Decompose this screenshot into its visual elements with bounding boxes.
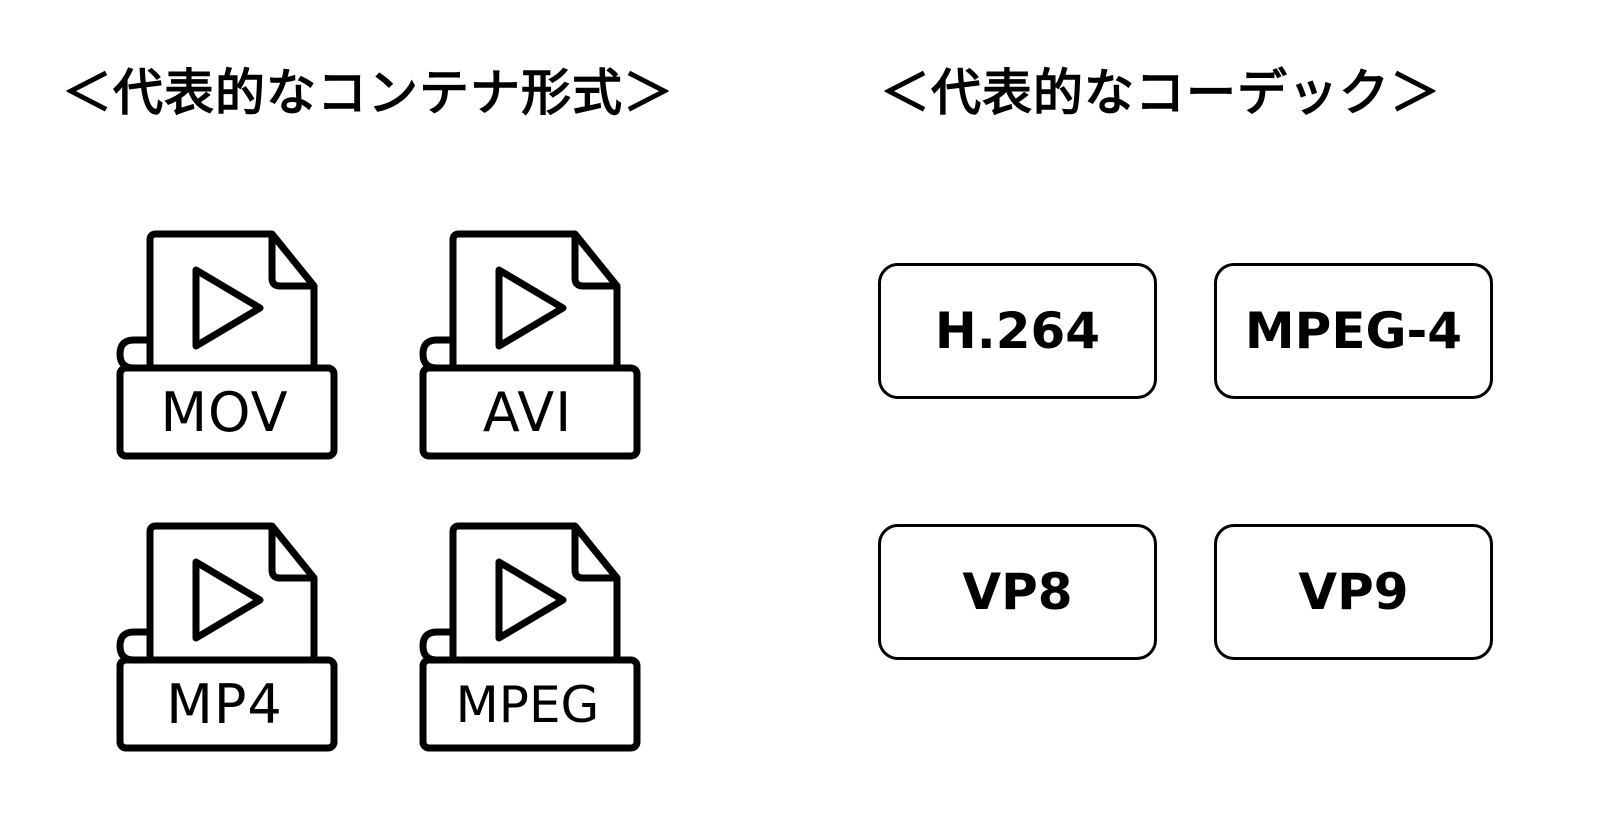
container-mpeg: MPEG [415,520,645,760]
container-mov: MOV [112,228,342,468]
container-formats-heading: ＜代表的なコンテナ形式＞ [62,64,674,122]
codec-h264: H.264 [878,263,1157,399]
codec-mpeg4: MPEG-4 [1214,263,1493,399]
container-mp4: MP4 [112,520,342,760]
container-label: MP4 [166,673,283,736]
codec-vp8: VP8 [878,524,1157,660]
container-label: MPEG [455,676,600,734]
codec-label: VP8 [962,563,1073,621]
codec-label: MPEG-4 [1244,302,1463,360]
codec-label: H.264 [934,302,1101,360]
container-label: MOV [160,381,289,444]
codecs-heading: ＜代表的なコーデック＞ [880,64,1441,122]
container-avi: AVI [415,228,645,468]
codec-vp9: VP9 [1214,524,1493,660]
container-label: AVI [482,381,573,444]
codec-label: VP9 [1298,563,1409,621]
